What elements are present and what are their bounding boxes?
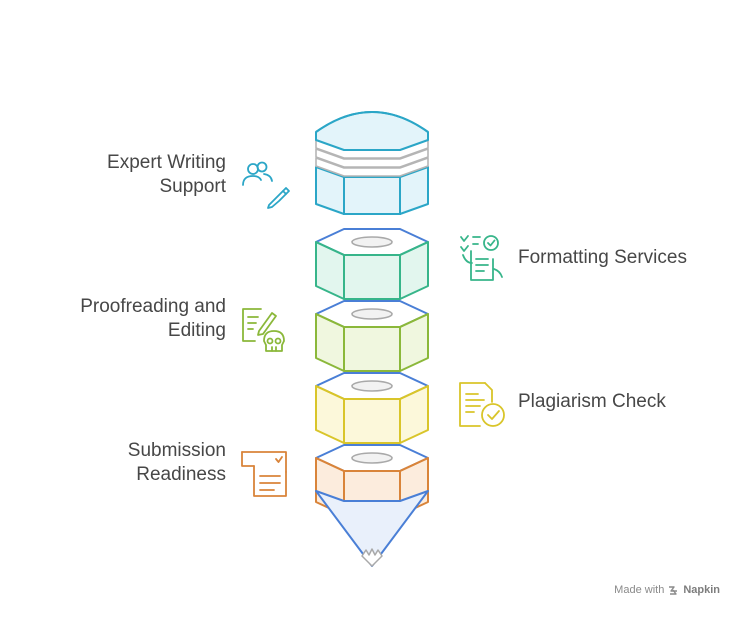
cap-right-face — [399, 166, 429, 215]
icon-part — [460, 235, 481, 252]
label-line: Support — [159, 176, 226, 197]
icon-part — [462, 254, 503, 278]
label-line: Readiness — [136, 464, 226, 485]
icon-part — [242, 175, 262, 186]
stack-cap-expert-writing — [315, 111, 429, 215]
icon-part — [266, 337, 274, 345]
cap-gray-ring — [315, 157, 429, 177]
slab-top-edge — [315, 457, 429, 472]
icon-part — [275, 456, 283, 463]
icon-part — [484, 382, 493, 403]
label-line: Proofreading and — [80, 296, 226, 317]
label-line: Formatting Services — [518, 247, 687, 268]
napkin-logo-icon — [669, 585, 678, 595]
label-line: Submission — [127, 440, 226, 461]
icon-part — [459, 382, 486, 427]
icon-part — [253, 465, 287, 497]
cap-dome — [315, 111, 429, 151]
icon-part — [259, 475, 281, 491]
icon-part — [274, 337, 282, 345]
clipboard-checklist-icon — [241, 451, 287, 497]
document-check-icon — [459, 382, 505, 427]
icon-part — [271, 346, 277, 352]
label-formatting-services: Formatting Services — [518, 246, 687, 270]
label-plagiarism-check: Plagiarism Check — [518, 390, 666, 414]
users-pencil-icon — [242, 161, 290, 209]
slab-front-face — [343, 254, 401, 300]
icon-part — [470, 250, 494, 281]
icon-part — [267, 187, 290, 209]
slab-hole — [351, 308, 393, 320]
edit-document-skull-icon — [242, 308, 285, 352]
icon-part — [247, 316, 259, 330]
label-line: Plagiarism Check — [518, 391, 666, 412]
slab-front-face — [343, 398, 401, 444]
slab-hole — [351, 452, 393, 464]
icon-part — [263, 330, 285, 352]
icon-part — [481, 403, 505, 427]
label-proofreading-editing: Proofreading and Editing — [80, 295, 226, 343]
slab-front-face — [343, 326, 401, 372]
slab-hole — [351, 236, 393, 248]
icon-part — [487, 239, 496, 247]
cone-body — [315, 490, 429, 567]
cone-tip-crown — [361, 548, 383, 567]
icon-part — [487, 410, 500, 420]
stack-slab-proofreading — [315, 300, 429, 372]
slab-top-edge — [315, 241, 429, 256]
icon-part — [242, 308, 262, 342]
cap-dome-edge — [315, 111, 429, 133]
icon-part — [256, 161, 268, 173]
icon-part — [257, 312, 277, 336]
document-checklist-icon — [460, 235, 503, 281]
icon-part — [241, 451, 287, 473]
stack-slab-formatting — [315, 228, 429, 300]
icon-part — [247, 163, 259, 175]
footer-made-with: Made with — [614, 584, 665, 596]
stack-slab-plagiarism — [315, 372, 429, 444]
slab-top-edge — [315, 313, 429, 328]
icon-part — [483, 235, 499, 251]
label-line: Expert Writing — [107, 152, 226, 173]
slab-top-edge — [315, 385, 429, 400]
label-expert-writing-support: Expert Writing Support — [107, 151, 226, 199]
icon-part — [465, 393, 485, 413]
icon-part — [282, 190, 287, 195]
slab-hole — [351, 380, 393, 392]
icon-part — [263, 173, 273, 182]
icon-part — [475, 258, 489, 272]
footer-watermark: Made with Napkin — [614, 584, 720, 596]
label-submission-readiness: Submission Readiness — [128, 439, 226, 487]
label-line: Editing — [167, 320, 226, 341]
cap-front-face — [343, 176, 401, 215]
footer-brand: Napkin — [683, 584, 720, 596]
icon-part — [241, 451, 255, 467]
cap-gray-ring — [315, 148, 429, 168]
stack-cone-tip — [315, 490, 429, 567]
